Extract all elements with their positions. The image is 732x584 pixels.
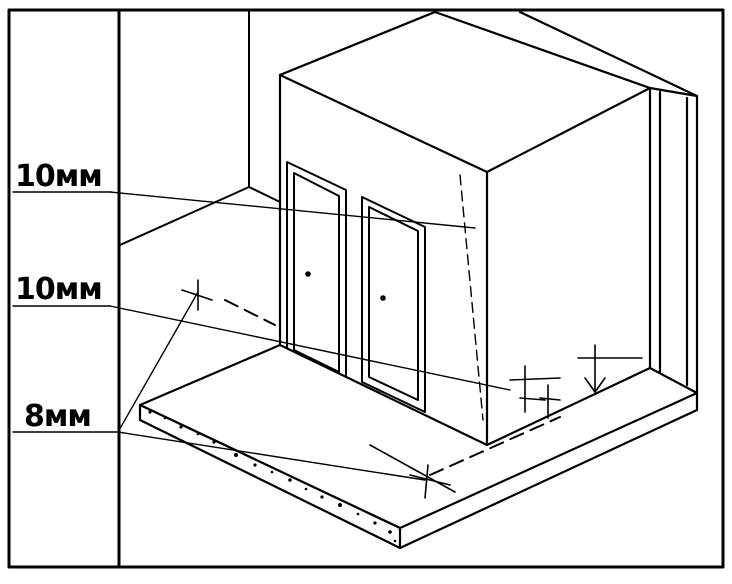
left-door-knob [305,271,311,277]
dimension-label-top: 10мм [15,159,102,194]
dimension-label-bottom: 8мм [24,399,91,434]
slab-edge-speckles [148,410,397,543]
outer-frame [7,8,725,569]
left-door-inner [293,172,340,373]
wardrobe-cabinet [278,10,699,447]
room-walls [119,10,281,246]
crosshair-markers [181,279,643,499]
right-door-inner [368,206,419,401]
floor-dashed-lines [224,299,561,476]
right-door [361,196,426,413]
floor-slab [138,343,699,550]
dimension-label-middle: 10мм [15,272,102,307]
leader-lines [12,191,511,481]
right-door-knob [380,295,386,301]
side-dashed-line [459,174,484,421]
